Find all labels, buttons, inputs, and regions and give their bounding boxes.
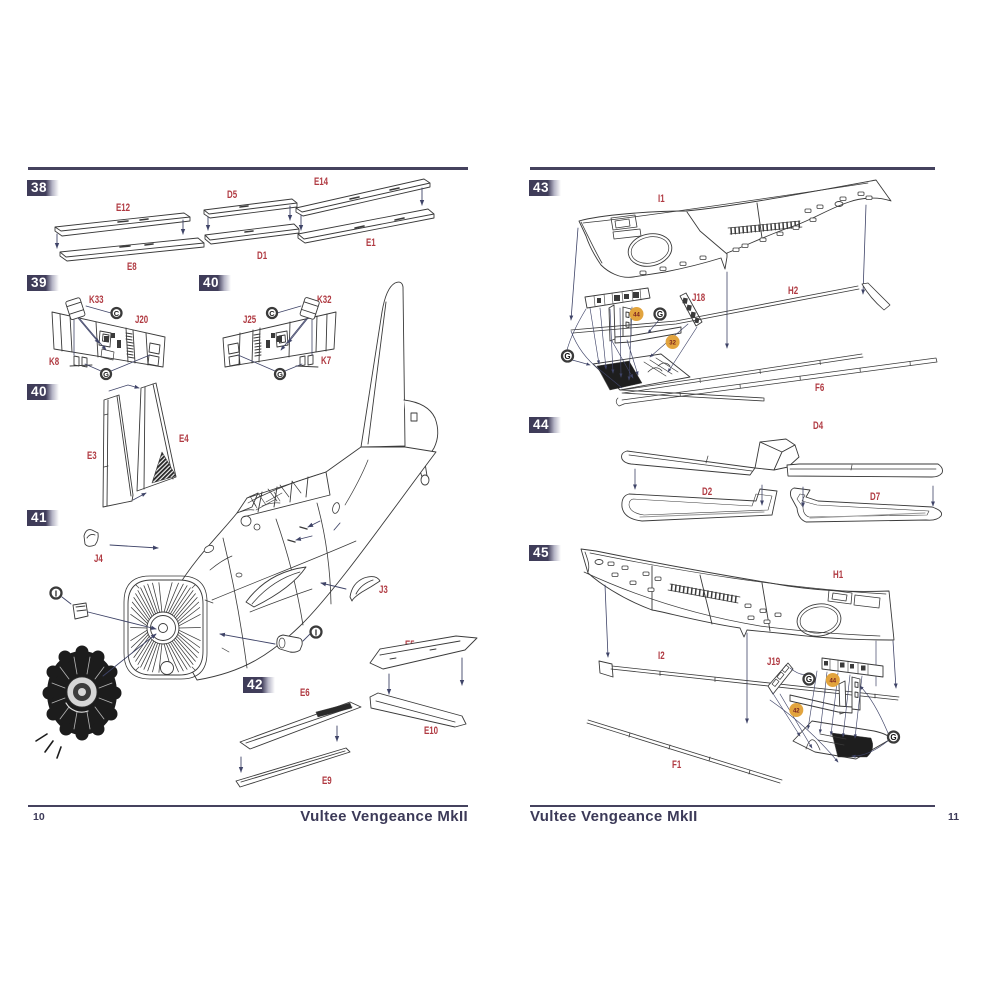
svg-text:G: G <box>564 352 570 361</box>
svg-text:C: C <box>269 309 275 318</box>
svg-text:C: C <box>114 309 120 318</box>
svg-text:I: I <box>55 590 57 599</box>
svg-text:G: G <box>657 310 663 319</box>
svg-text:44: 44 <box>633 313 640 319</box>
svg-text:G: G <box>890 733 896 742</box>
svg-text:G: G <box>806 675 812 684</box>
svg-text:44: 44 <box>829 679 836 685</box>
svg-text:32: 32 <box>669 341 676 347</box>
svg-text:G: G <box>103 370 109 379</box>
svg-text:I: I <box>315 629 317 638</box>
svg-text:G: G <box>277 370 283 379</box>
svg-text:42: 42 <box>793 709 800 715</box>
